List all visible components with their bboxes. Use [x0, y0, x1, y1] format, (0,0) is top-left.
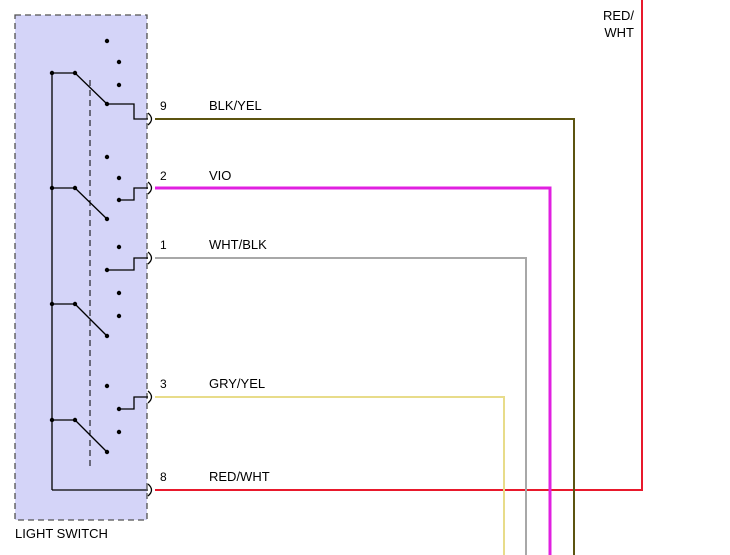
connector-pins: [147, 112, 153, 497]
pin-number-1: 1: [160, 238, 167, 252]
pin-number-2: 2: [160, 169, 167, 183]
wire-label-gry-yel: GRY/YEL: [209, 376, 265, 391]
switch-internal-circuit: [49, 38, 148, 491]
wire-blk-yel: [155, 118, 575, 555]
pin-number-8: 8: [160, 470, 167, 484]
pin-number-3: 3: [160, 377, 167, 391]
wire-label-red-wht: RED/WHT: [209, 469, 270, 484]
wire-wht-blk: [155, 257, 527, 555]
light-switch-box: [14, 14, 148, 521]
offpage-label-line2: WHT: [604, 25, 634, 40]
wire-label-vio: VIO: [209, 168, 231, 183]
wire-vio: [155, 186, 552, 555]
wire-red-wht: [155, 0, 643, 491]
wire-label-blk-yel: BLK/YEL: [209, 98, 262, 113]
pin-number-9: 9: [160, 99, 167, 113]
component-label: LIGHT SWITCH: [15, 526, 108, 541]
wire-label-wht-blk: WHT/BLK: [209, 237, 267, 252]
wire-gry-yel: [155, 396, 505, 555]
offpage-label-line1: RED/: [603, 8, 634, 23]
